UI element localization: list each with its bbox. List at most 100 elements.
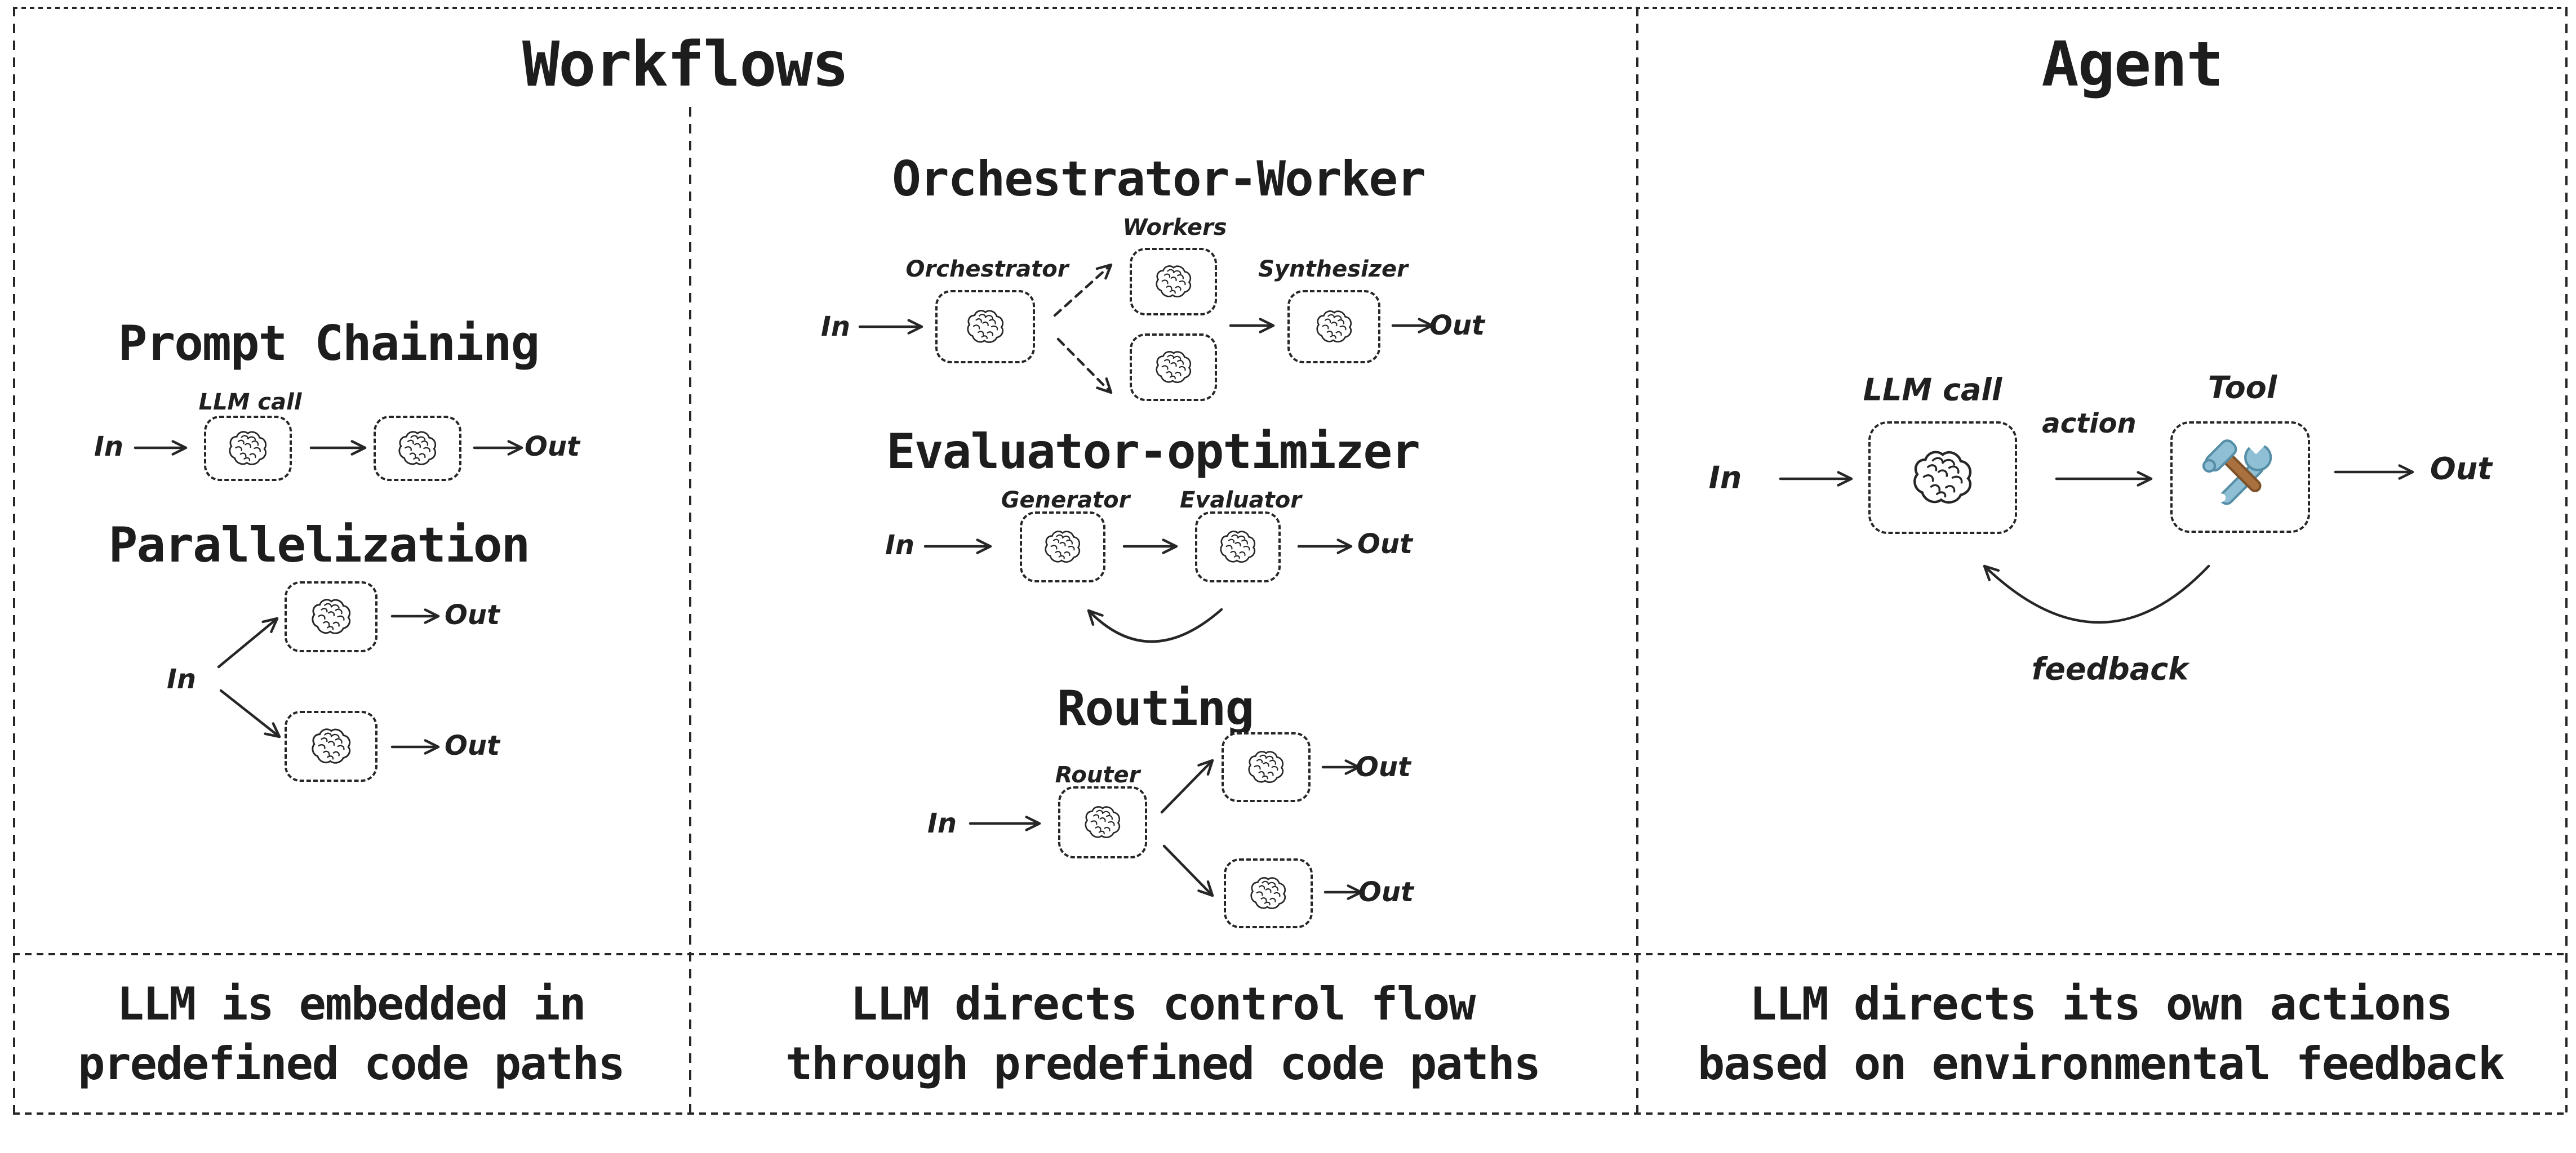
- arrow: [473, 440, 523, 456]
- generator-label: Generator: [1001, 487, 1130, 513]
- evaluator-optimizer-title: Evaluator-optimizer: [886, 424, 1420, 480]
- caption-line: LLM directs its own actions: [1749, 977, 2453, 1030]
- brain-icon: [1153, 350, 1194, 385]
- prompt-chaining-title: Prompt Chaining: [118, 315, 540, 372]
- brain-icon: [1217, 529, 1259, 564]
- arrow: [1056, 337, 1113, 394]
- frame-caption-separator: [13, 953, 2565, 955]
- worker-node: [1130, 248, 1217, 315]
- arrow: [969, 816, 1041, 831]
- router-label: Router: [1055, 762, 1140, 788]
- brain-icon: [1247, 876, 1289, 911]
- llm-call-node: [204, 416, 292, 481]
- tool-node: [2170, 421, 2310, 533]
- router-node: [1058, 786, 1147, 858]
- llm-call-node: [285, 581, 377, 652]
- llm-call-node: [1222, 732, 1311, 802]
- arrow: [1297, 538, 1353, 554]
- caption-line: LLM directs control flow: [850, 977, 1476, 1030]
- out-label: Out: [1356, 751, 1411, 783]
- arrow: [309, 440, 367, 456]
- brain-icon: [396, 430, 439, 467]
- caption-line: predefined code paths: [78, 1037, 625, 1090]
- arrow: [1122, 538, 1178, 554]
- frame-left-border: [13, 7, 15, 1112]
- arrow: [390, 739, 440, 755]
- brain-icon: [1313, 309, 1355, 344]
- caption-line: through predefined code paths: [785, 1037, 1541, 1090]
- arrow: [1229, 318, 1275, 333]
- feedback-label: feedback: [2031, 651, 2189, 687]
- arrow: [1162, 844, 1214, 897]
- out-label: Out: [1429, 310, 1485, 341]
- brain-icon: [1042, 529, 1083, 564]
- hammer-wrench-icon: [2198, 435, 2282, 519]
- evaluator-label: Evaluator: [1180, 487, 1302, 513]
- llm-call-node: [1868, 421, 2017, 534]
- arrow: [1391, 318, 1434, 333]
- frame-right-border: [2565, 7, 2568, 1112]
- workers-label: Workers: [1122, 215, 1227, 241]
- llm-call-node: [285, 711, 377, 782]
- in-label: In: [94, 431, 124, 462]
- brain-icon: [309, 598, 354, 636]
- brain-icon: [1909, 449, 1976, 506]
- arrow: [1323, 884, 1363, 900]
- llm-call-label: LLM call: [198, 389, 302, 415]
- brain-icon: [1153, 264, 1194, 299]
- caption-line: LLM is embedded in: [117, 977, 587, 1030]
- agent-panel-title: Agent: [2041, 28, 2223, 100]
- brain-icon: [309, 727, 354, 765]
- brain-icon: [226, 430, 270, 467]
- orchestrator-node: [935, 290, 1035, 363]
- in-label: In: [927, 808, 957, 839]
- arrow: [858, 319, 923, 335]
- out-label: Out: [2430, 451, 2493, 487]
- frame-bottom-border: [13, 1112, 2565, 1115]
- parallelization-title: Parallelization: [108, 517, 531, 573]
- routing-title: Routing: [1056, 680, 1254, 737]
- in-label: In: [1708, 460, 1742, 496]
- llm-call-node: [1224, 858, 1313, 928]
- workflows-internal-divider: [689, 107, 691, 1112]
- feedback-arrow: [1087, 608, 1223, 643]
- arrow: [134, 440, 188, 456]
- arrow: [1321, 759, 1361, 775]
- arrow: [1160, 759, 1214, 814]
- orchestrator-label: Orchestrator: [905, 256, 1069, 282]
- tool-label: Tool: [2208, 370, 2277, 406]
- evaluator-node: [1195, 511, 1281, 582]
- workflows-left-caption: LLM is embedded in predefined code paths: [13, 955, 689, 1112]
- workflows-right-caption: LLM directs control flow through predefi…: [689, 955, 1636, 1112]
- orchestrator-worker-title: Orchestrator-Worker: [892, 151, 1426, 207]
- synthesizer-label: Synthesizer: [1258, 256, 1408, 282]
- in-label: In: [885, 529, 915, 561]
- llm-call-node: [374, 416, 461, 481]
- in-label: In: [166, 664, 197, 695]
- out-label: Out: [445, 730, 500, 762]
- action-label: action: [2042, 408, 2137, 439]
- brain-icon: [964, 309, 1007, 345]
- brain-icon: [1082, 805, 1123, 840]
- feedback-arrow: [1983, 564, 2210, 624]
- out-label: Out: [1357, 528, 1413, 560]
- out-label: Out: [445, 599, 500, 631]
- arrow: [390, 608, 440, 624]
- arrow: [217, 617, 279, 669]
- arrow: [923, 538, 992, 554]
- arrow: [2055, 471, 2153, 487]
- workflows-panel-title: Workflows: [522, 28, 849, 100]
- caption-line: based on environmental feedback: [1697, 1037, 2505, 1090]
- in-label: In: [820, 311, 851, 342]
- synthesizer-node: [1287, 290, 1380, 363]
- llm-call-label: LLM call: [1863, 372, 2002, 408]
- frame-top-border: [13, 7, 2565, 9]
- arrow: [1779, 471, 1853, 487]
- agent-caption: LLM directs its own actions based on env…: [1636, 955, 2565, 1112]
- generator-node: [1020, 511, 1105, 582]
- out-label: Out: [1358, 876, 1414, 908]
- arrow: [219, 689, 281, 738]
- out-label: Out: [525, 431, 580, 462]
- arrow: [2334, 464, 2414, 480]
- brain-icon: [1245, 750, 1287, 785]
